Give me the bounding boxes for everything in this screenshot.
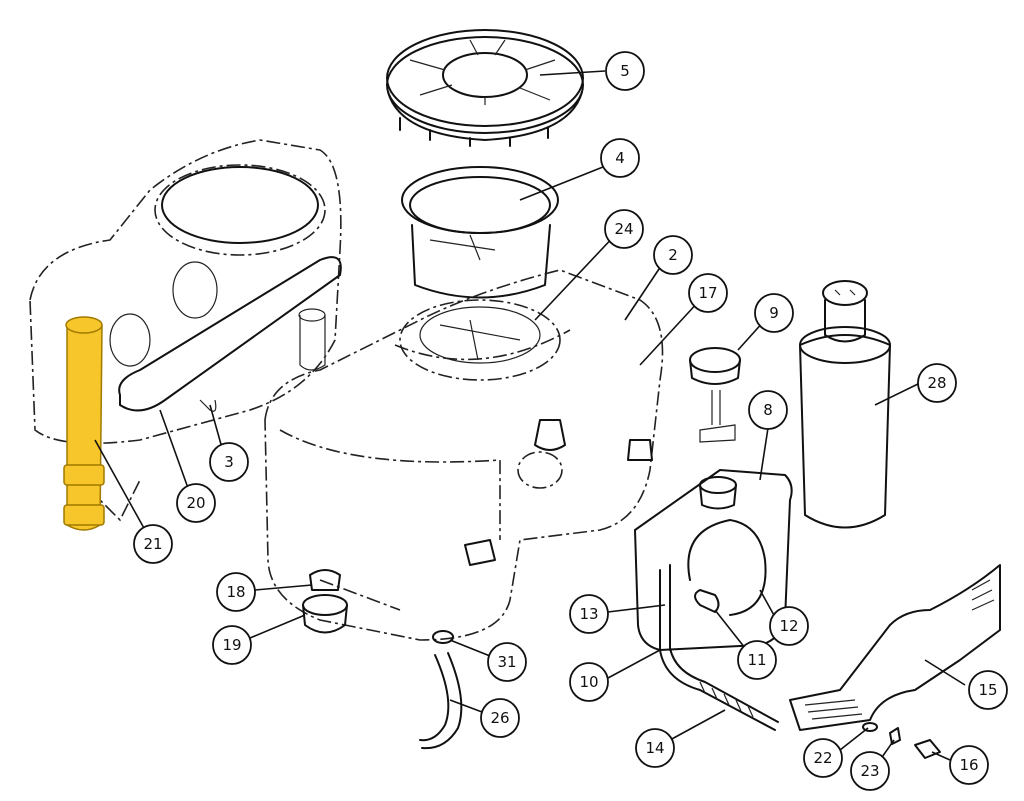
callout-label: 16 bbox=[959, 756, 978, 774]
callout-16: 16 bbox=[949, 745, 989, 785]
callout-26: 26 bbox=[480, 698, 520, 738]
callout-label: 19 bbox=[222, 636, 241, 654]
callout-19: 19 bbox=[212, 625, 252, 665]
callout-18: 18 bbox=[216, 572, 256, 612]
callout-label: 22 bbox=[813, 749, 832, 767]
part-9-cap bbox=[689, 347, 741, 443]
callout-label: 11 bbox=[747, 651, 766, 669]
callout-label: 5 bbox=[620, 62, 630, 80]
callout-label: 9 bbox=[769, 304, 779, 322]
small-hardware bbox=[862, 722, 941, 759]
callout-13: 13 bbox=[569, 594, 609, 634]
callout-15: 15 bbox=[968, 670, 1008, 710]
part-8-reservoir bbox=[634, 469, 793, 651]
callout-label: 24 bbox=[614, 220, 633, 238]
callout-label: 12 bbox=[779, 617, 798, 635]
callout-label: 20 bbox=[186, 494, 205, 512]
callout-label: 23 bbox=[860, 762, 879, 780]
callout-label: 21 bbox=[143, 535, 162, 553]
callout-label: 26 bbox=[490, 709, 509, 727]
left-housing bbox=[29, 139, 342, 522]
callout-11: 11 bbox=[737, 640, 777, 680]
callout-9: 9 bbox=[754, 293, 794, 333]
callout-label: 28 bbox=[927, 374, 946, 392]
callout-5: 5 bbox=[605, 51, 645, 91]
callout-31: 31 bbox=[487, 642, 527, 682]
callout-label: 8 bbox=[763, 401, 773, 419]
callout-label: 13 bbox=[579, 605, 598, 623]
callout-label: 15 bbox=[978, 681, 997, 699]
part-4-bowl bbox=[401, 166, 559, 299]
callout-20: 20 bbox=[176, 483, 216, 523]
callout-2: 2 bbox=[653, 235, 693, 275]
part-28-bottle bbox=[799, 280, 891, 529]
callout-label: 10 bbox=[579, 673, 598, 691]
callout-3: 3 bbox=[209, 442, 249, 482]
part-18-19-fitting bbox=[302, 569, 348, 634]
callout-label: 18 bbox=[226, 583, 245, 601]
part-31-26-hose bbox=[419, 630, 463, 750]
part-15-bracket bbox=[789, 564, 1001, 731]
tank-fittings bbox=[464, 419, 653, 566]
callout-label: 17 bbox=[698, 284, 717, 302]
callout-24: 24 bbox=[604, 209, 644, 249]
main-tank bbox=[264, 269, 664, 641]
callout-label: 31 bbox=[497, 653, 516, 671]
callout-4: 4 bbox=[600, 138, 640, 178]
callout-10: 10 bbox=[569, 662, 609, 702]
callout-label: 3 bbox=[224, 453, 234, 471]
callout-23: 23 bbox=[850, 751, 890, 791]
callout-22: 22 bbox=[803, 738, 843, 778]
callout-label: 4 bbox=[615, 149, 625, 167]
callout-14: 14 bbox=[635, 728, 675, 768]
callout-21: 21 bbox=[133, 524, 173, 564]
callout-12: 12 bbox=[769, 606, 809, 646]
callout-17: 17 bbox=[688, 273, 728, 313]
part-5-cover bbox=[386, 29, 584, 147]
part-14-spring-hose bbox=[659, 647, 779, 731]
callout-label: 2 bbox=[668, 246, 678, 264]
leader-lines bbox=[94, 70, 966, 761]
callout-label: 14 bbox=[645, 739, 664, 757]
part-21-tube-highlighted bbox=[63, 316, 105, 531]
callout-8: 8 bbox=[748, 390, 788, 430]
callout-28: 28 bbox=[917, 363, 957, 403]
